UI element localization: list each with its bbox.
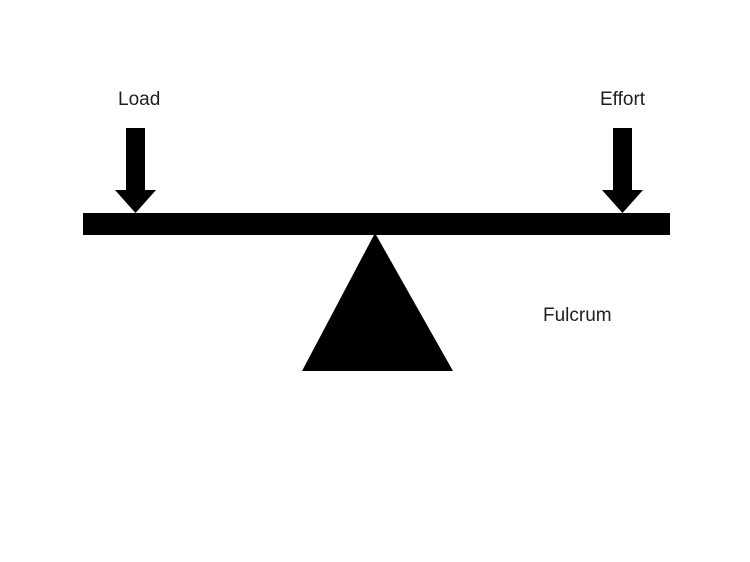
fulcrum-label: Fulcrum <box>543 305 612 326</box>
load-arrow-icon <box>115 128 156 213</box>
effort-label: Effort <box>600 89 646 110</box>
effort-arrow-icon <box>602 128 643 213</box>
fulcrum-triangle <box>302 233 453 371</box>
lever-beam <box>83 213 670 235</box>
load-label: Load <box>118 89 161 110</box>
